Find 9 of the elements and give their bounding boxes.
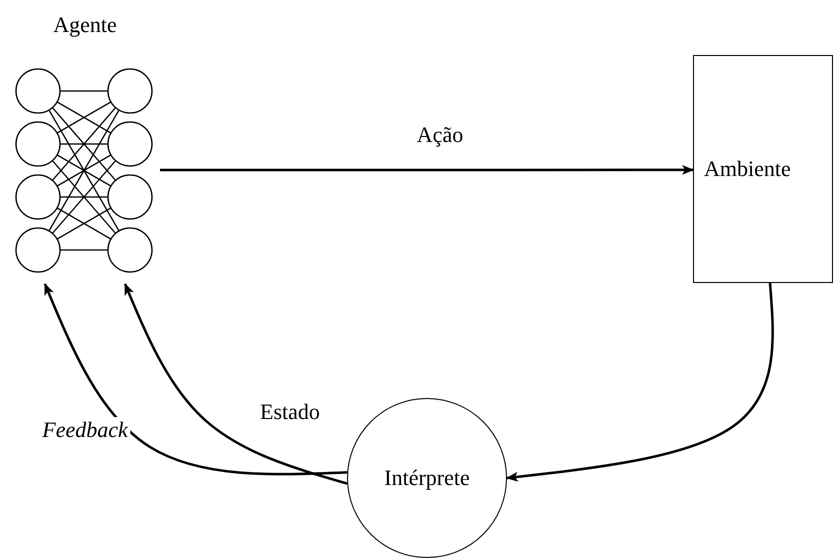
node-label: Agente (52, 12, 118, 38)
node-label: Intérprete (384, 465, 470, 491)
arrow (506, 282, 774, 482)
box-node (693, 55, 833, 283)
arrow (124, 283, 348, 485)
arrow (44, 283, 348, 476)
node-label: Ambiente (704, 156, 791, 182)
circle-node (347, 398, 507, 558)
arrow (160, 164, 694, 175)
